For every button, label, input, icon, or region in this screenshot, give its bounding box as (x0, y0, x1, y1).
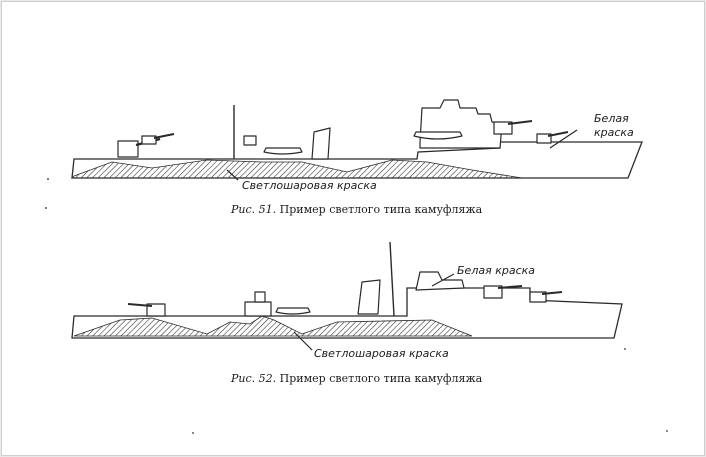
forward-gun-superfiring-barrel (153, 133, 175, 139)
mast (389, 241, 395, 317)
funnel (357, 279, 381, 315)
scan-speck (666, 430, 668, 432)
figure-52-caption-number: Рис. 52. (231, 372, 277, 385)
funnel (311, 127, 331, 160)
figure-52-white-paint-label: Белая краска (457, 264, 535, 277)
forward-gun-turret (146, 303, 166, 317)
bridge-block (243, 135, 257, 146)
figure-51-light-grey-paint-label: Светлошаровая краска (242, 179, 377, 192)
figure-52-caption: Рис. 52. Пример светлого типа камуфляжа (231, 372, 482, 385)
aft-gun-barrel (497, 285, 523, 289)
aft-gun-barrel (507, 120, 533, 125)
aft-gun-turret (493, 121, 513, 135)
hull-outline (71, 287, 623, 339)
light-grey-paint-leader-line (226, 169, 239, 181)
forward-gun-barrel (127, 303, 153, 307)
scan-speck (192, 432, 194, 434)
aft-gun-turret (483, 285, 503, 299)
figure-52-ship-drawing (71, 241, 623, 351)
stern-gun-barrel (541, 291, 563, 295)
deck-boat (275, 307, 311, 315)
stern-gun-turret (536, 133, 552, 144)
white-paint-leader-line (431, 273, 455, 287)
figure-52-light-grey-paint-label: Светлошаровая краска (314, 347, 449, 360)
figure-51-caption-text: Пример светлого типа камуфляжа (279, 203, 483, 216)
aft-superstructure (419, 99, 503, 149)
light-grey-paint-leader-line (293, 331, 313, 351)
figure-51-white-paint-label: Белая краска (594, 112, 634, 139)
bridge-block (244, 301, 272, 317)
forward-gun-superfiring-turret (141, 135, 157, 145)
scan-speck (47, 178, 49, 180)
figure-51-caption: Рис. 51. Пример светлого типа камуфляжа (231, 203, 482, 216)
light-grey-camouflage-pattern (71, 159, 523, 179)
stern-gun-turret (529, 291, 547, 303)
white-paint-leader-line (549, 129, 578, 149)
bridge-cupola (254, 291, 266, 303)
figure-52-caption-text: Пример светлого типа камуфляжа (279, 372, 483, 385)
scan-speck (624, 348, 626, 350)
forward-gun-turret (117, 140, 139, 158)
aft-boat (413, 131, 463, 140)
scan-speck (45, 207, 47, 209)
figure-51-caption-number: Рис. 51. (231, 203, 277, 216)
stern-gun-barrel (547, 131, 569, 137)
figure-51-ship-drawing (71, 99, 643, 181)
deck-boat (263, 147, 303, 155)
